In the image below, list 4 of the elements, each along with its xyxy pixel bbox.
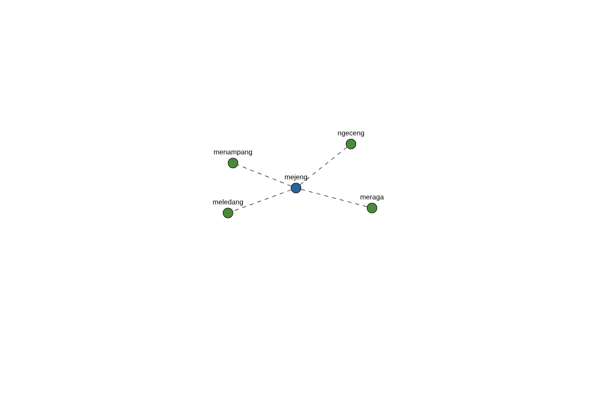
dashed-line bbox=[238, 164, 292, 186]
dashed-line bbox=[300, 189, 368, 207]
dashed-line bbox=[300, 147, 348, 185]
dashed-line bbox=[232, 190, 292, 212]
